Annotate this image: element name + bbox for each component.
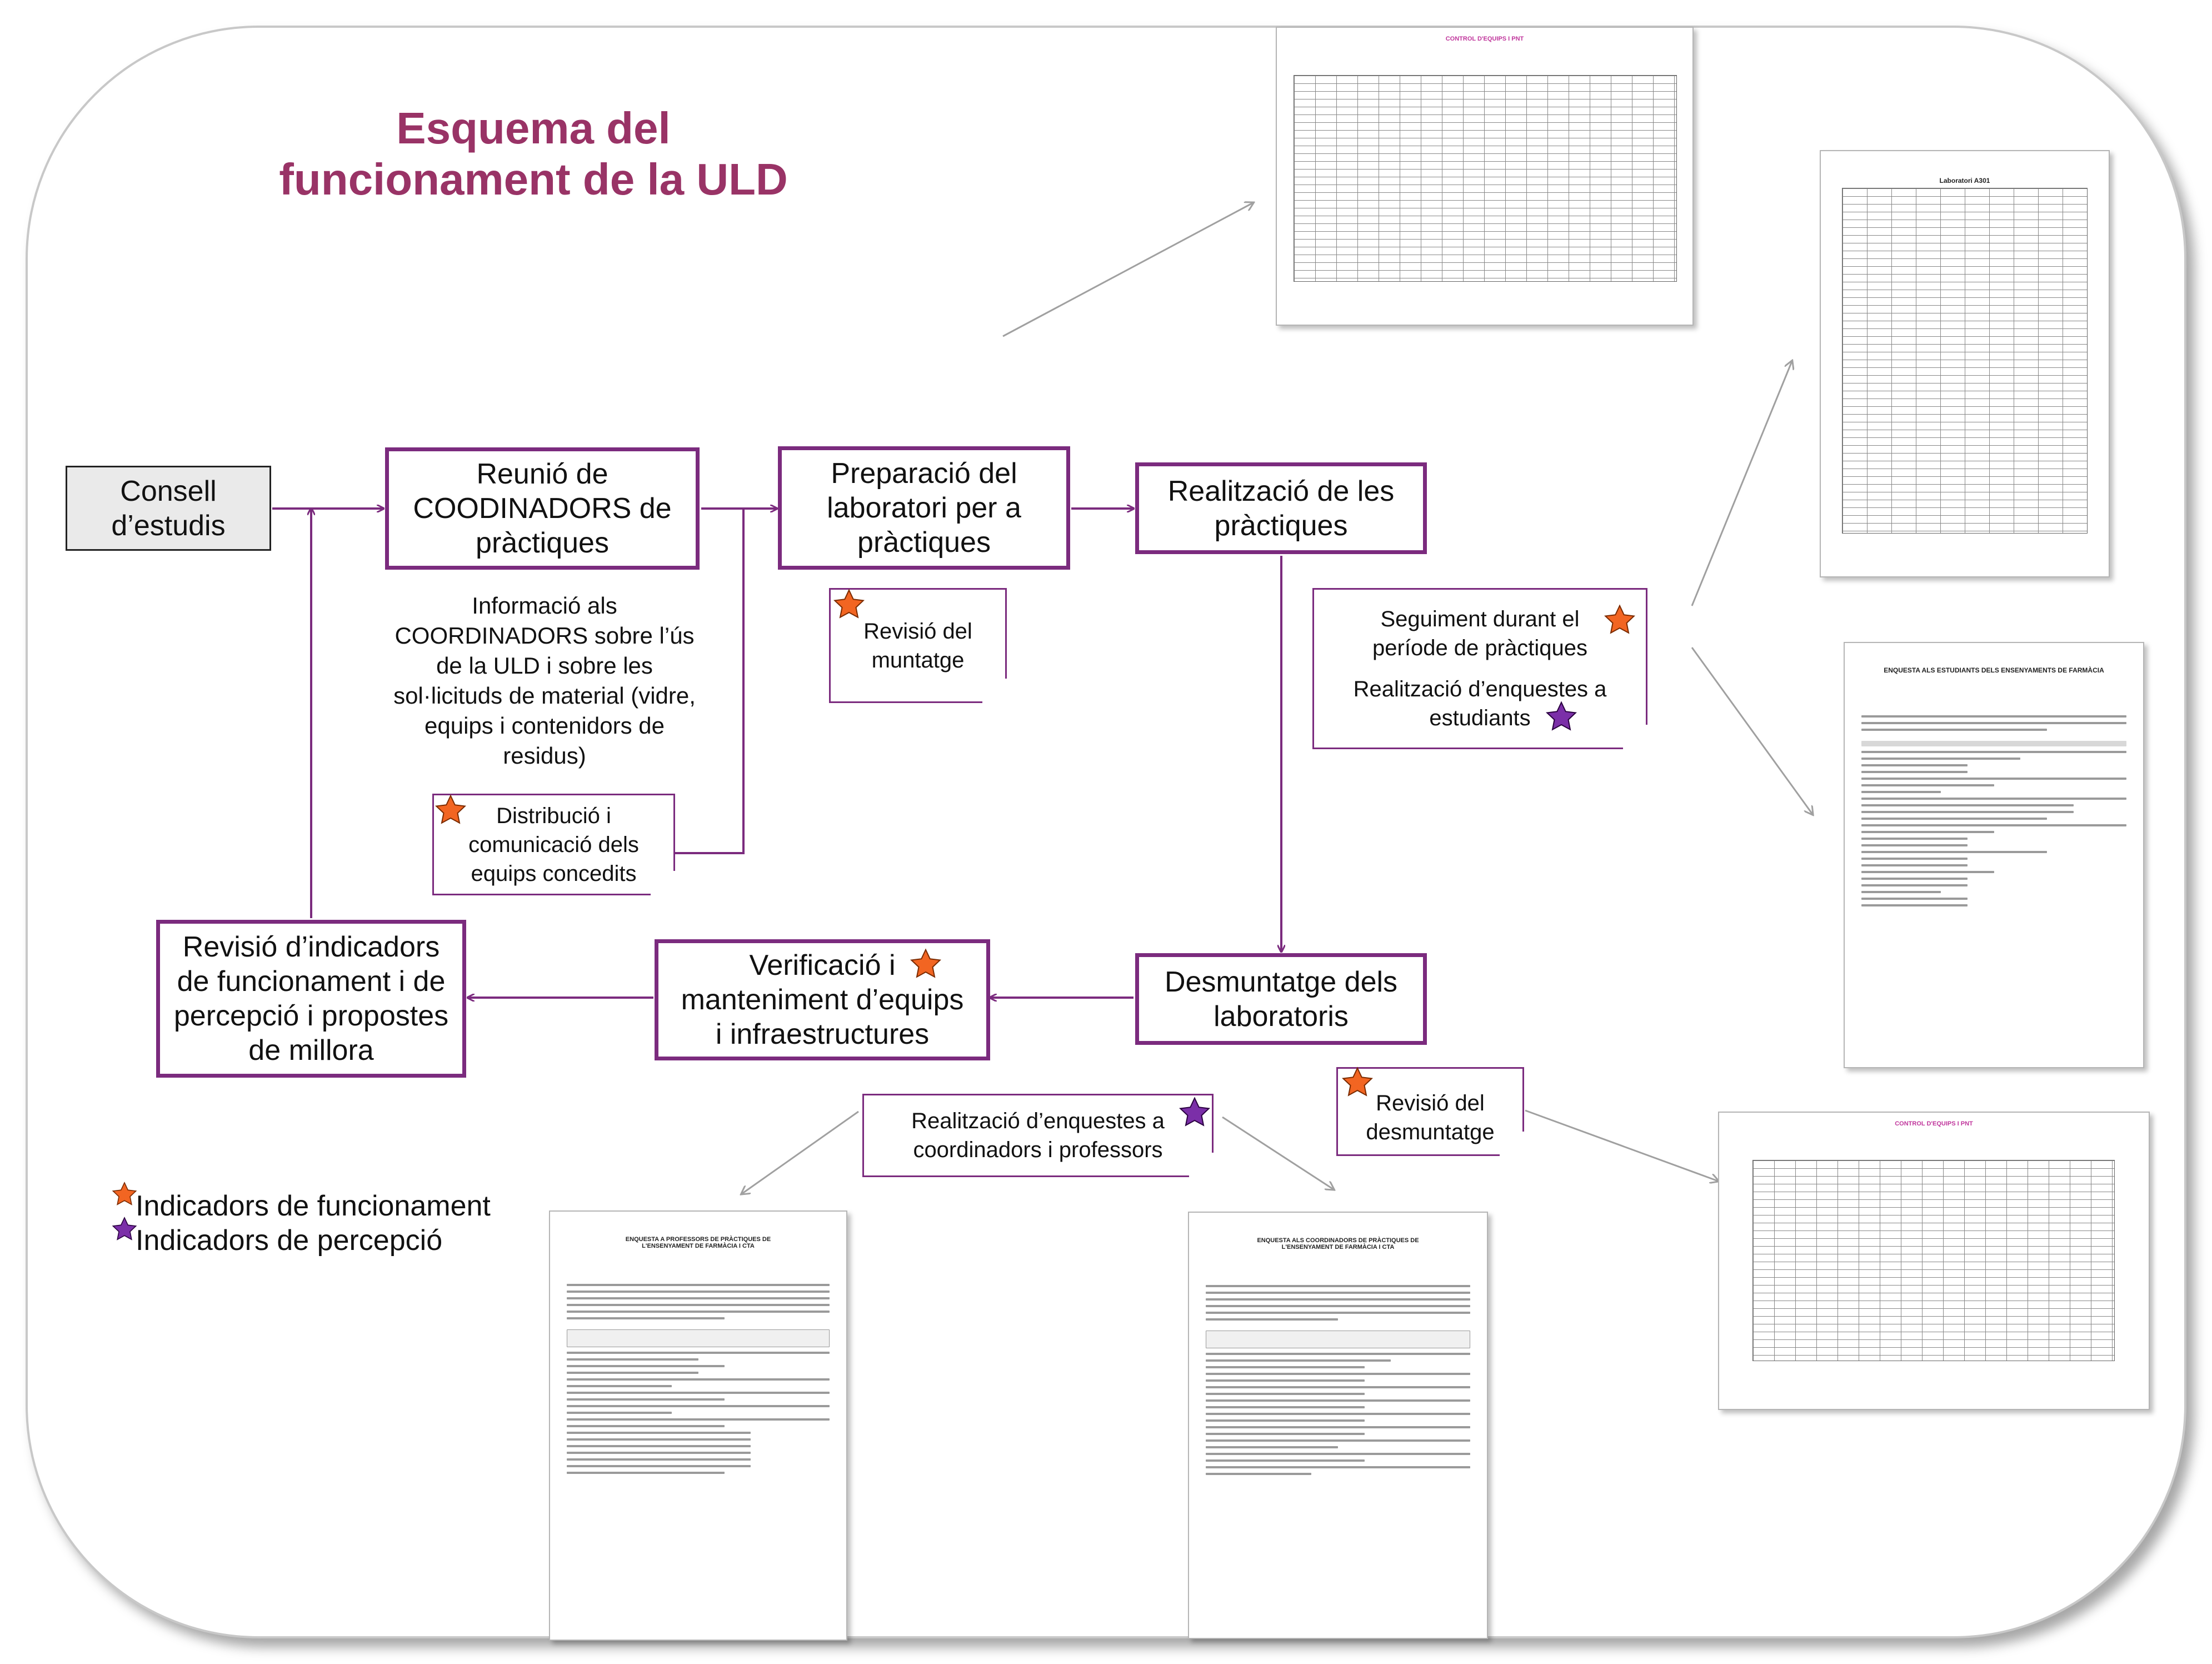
pointer-enquestes-professors [742,1110,859,1194]
doc-control-equips-top-title: CONTROL D'EQUIPS I PNT [1445,36,1524,42]
doc-ambient-title: Laboratori A301 [1939,177,1990,185]
doc-enquesta-professors: ENQUESTA A PROFESSORS DE PRÀCTIQUES DE L… [549,1210,847,1641]
doc-table [1294,75,1677,282]
node-preparacio-label: Preparació del laboratori per a pràctiqu… [827,457,1021,559]
diagram-title: Esquema del funcionament de la ULD [279,103,788,204]
doc-text-lines [1861,715,2126,911]
node-reunio-label: Reunió de COODINADORS de pràctiques [413,458,672,559]
node-preparacio[interactable]: Preparació del laboratori per a pràctiqu… [778,446,1070,570]
note-enquestes-coordinadors[interactable]: Realització d’enquestes a coordinadors i… [862,1094,1214,1177]
star-percepcio-icon [1546,701,1577,731]
node-revisio-indicadors-label: Revisió d’indicadors de funcionament i d… [173,931,449,1067]
star-funcionament-icon [910,948,941,978]
doc-enquesta-coordinadors: ENQUESTA ALS COORDINADORS DE PRÀCTIQUES … [1188,1212,1488,1639]
node-realitzacio[interactable]: Realització de les pràctiques [1135,462,1427,554]
star-funcionament-icon [1604,604,1635,634]
doc-text-lines [567,1284,830,1478]
star-funcionament-icon [1342,1067,1373,1097]
arrow-distribucio-preparacio [675,509,745,854]
note-revisio-desmuntatge-label: Revisió del desmuntatge [1366,1091,1495,1144]
doc-enquesta-estudiants: ENQUESTA ALS ESTUDIANTS DELS ENSENYAMENT… [1844,642,2144,1068]
node-consell-label: Consell d’estudis [111,475,226,542]
note-enquestes-estudiants-label: Realització d’enquestes a estudiants [1353,677,1607,730]
legend-star-percepcio-icon [112,1217,137,1240]
pointer-seguiment-estudiants [1691,647,1812,814]
doc-text-lines [1206,1285,1470,1479]
legend-percepcio: Indicadors de percepció [136,1224,443,1257]
node-realitzacio-label: Realització de les pràctiques [1167,475,1395,542]
pointer-realitzacio-control [1002,203,1253,337]
note-seguiment-label: Seguiment durant el període de pràctique… [1372,607,1587,660]
node-desmuntatge-label: Desmuntatge dels laboratoris [1164,965,1398,1033]
pointer-revisio-desmuntatge-control [1525,1109,1718,1181]
informacio-coordinadors-text: Informació als COORDINADORS sobre l’ús d… [393,592,696,769]
note-fold [982,679,1007,703]
doc-ambient: Laboratori A301 [1820,150,2110,577]
pointer-seguiment-ambient [1691,361,1792,606]
node-verificacio[interactable]: Verificació i manteniment d’equips i inf… [655,939,990,1060]
note-distribucio[interactable]: Distribució i comunicació dels equips co… [432,794,675,895]
star-funcionament-icon [435,794,466,824]
doc-table [1842,188,2088,534]
star-funcionament-icon [833,589,865,619]
node-revisio-indicadors[interactable]: Revisió d’indicadors de funcionament i d… [156,920,466,1078]
node-desmuntatge[interactable]: Desmuntatge dels laboratoris [1135,953,1427,1045]
legend-funcionament: Indicadors de funcionament [136,1190,491,1222]
note-fold [1189,1153,1214,1177]
note-revisio-muntatge[interactable]: Revisió del muntatge [829,588,1007,703]
note-fold [1623,725,1647,749]
node-verificacio-label: Verificació i manteniment d’equips i inf… [681,949,964,1050]
node-consell[interactable]: Consell d’estudis [66,466,271,551]
doc-table [1752,1160,2115,1361]
note-fold [651,871,675,895]
note-fold [1500,1132,1524,1156]
doc-enquesta-estudiants-title: ENQUESTA ALS ESTUDIANTS DELS ENSENYAMENT… [1884,666,2104,674]
star-percepcio-icon [1179,1097,1210,1127]
doc-enquesta-coordinadors-title: ENQUESTA ALS COORDINADORS DE PRÀCTIQUES … [1257,1237,1419,1251]
note-distribucio-label: Distribució i comunicació dels equips co… [468,803,639,886]
note-seguiment[interactable]: Seguiment durant el període de pràctique… [1312,588,1647,749]
doc-control-equips-right: CONTROL D'EQUIPS I PNT [1718,1112,2150,1410]
note-revisio-muntatge-label: Revisió del muntatge [863,619,972,672]
node-reunio[interactable]: Reunió de COODINADORS de pràctiques [385,447,700,570]
note-enquestes-coordinadors-label: Realització d’enquestes a coordinadors i… [911,1109,1165,1162]
pointer-enquestes-coordinadors [1222,1116,1334,1189]
doc-control-equips-right-title: CONTROL D'EQUIPS I PNT [1895,1120,1973,1127]
doc-enquesta-professors-title: ENQUESTA A PROFESSORS DE PRÀCTIQUES DE L… [625,1236,771,1249]
legend-star-funcionament-icon [112,1182,137,1205]
doc-control-equips-top: CONTROL D'EQUIPS I PNT [1276,27,1694,326]
